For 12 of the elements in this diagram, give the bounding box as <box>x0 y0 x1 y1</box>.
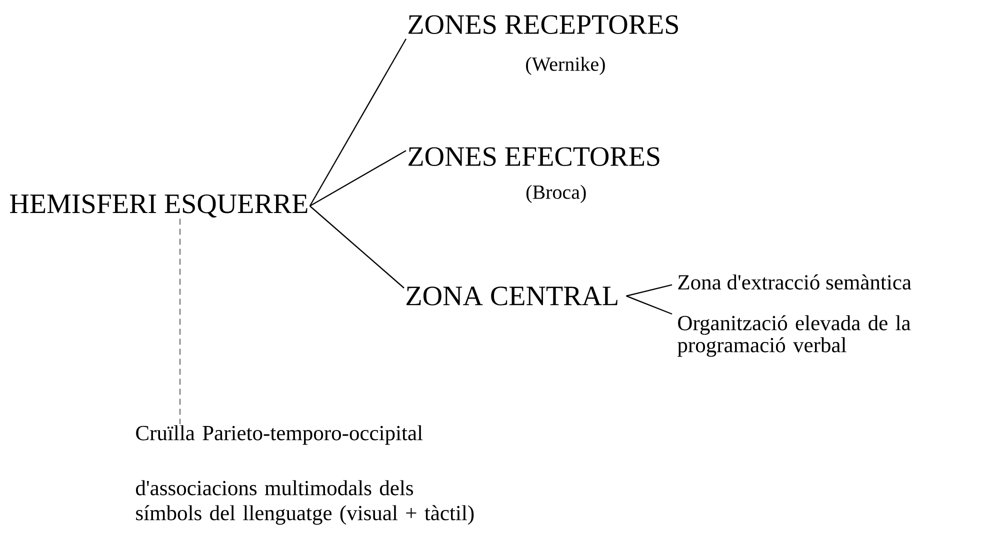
node-text: ZONES RECEPTORES (Wernike) <box>408 15 678 75</box>
node-text: HEMISFERI ESQUERRE <box>10 194 308 218</box>
branch-line <box>309 206 404 288</box>
node-text: Cruïlla Parieto-temporo-occipital d'associacions multimodals dels símbols del llenguatge (visual + tàctil) <box>136 425 474 525</box>
node-text: Organització elevada de la programació verbal <box>678 315 911 357</box>
branch-line <box>626 295 672 315</box>
branch-line <box>310 150 406 207</box>
node-text: ZONA CENTRAL <box>406 286 618 306</box>
node-text: Zona d'extracció semàntica <box>678 274 912 290</box>
branch-line <box>309 38 407 206</box>
node-text: ZONES EFECTORES (Broca) <box>408 147 660 203</box>
branch-line <box>626 284 672 297</box>
